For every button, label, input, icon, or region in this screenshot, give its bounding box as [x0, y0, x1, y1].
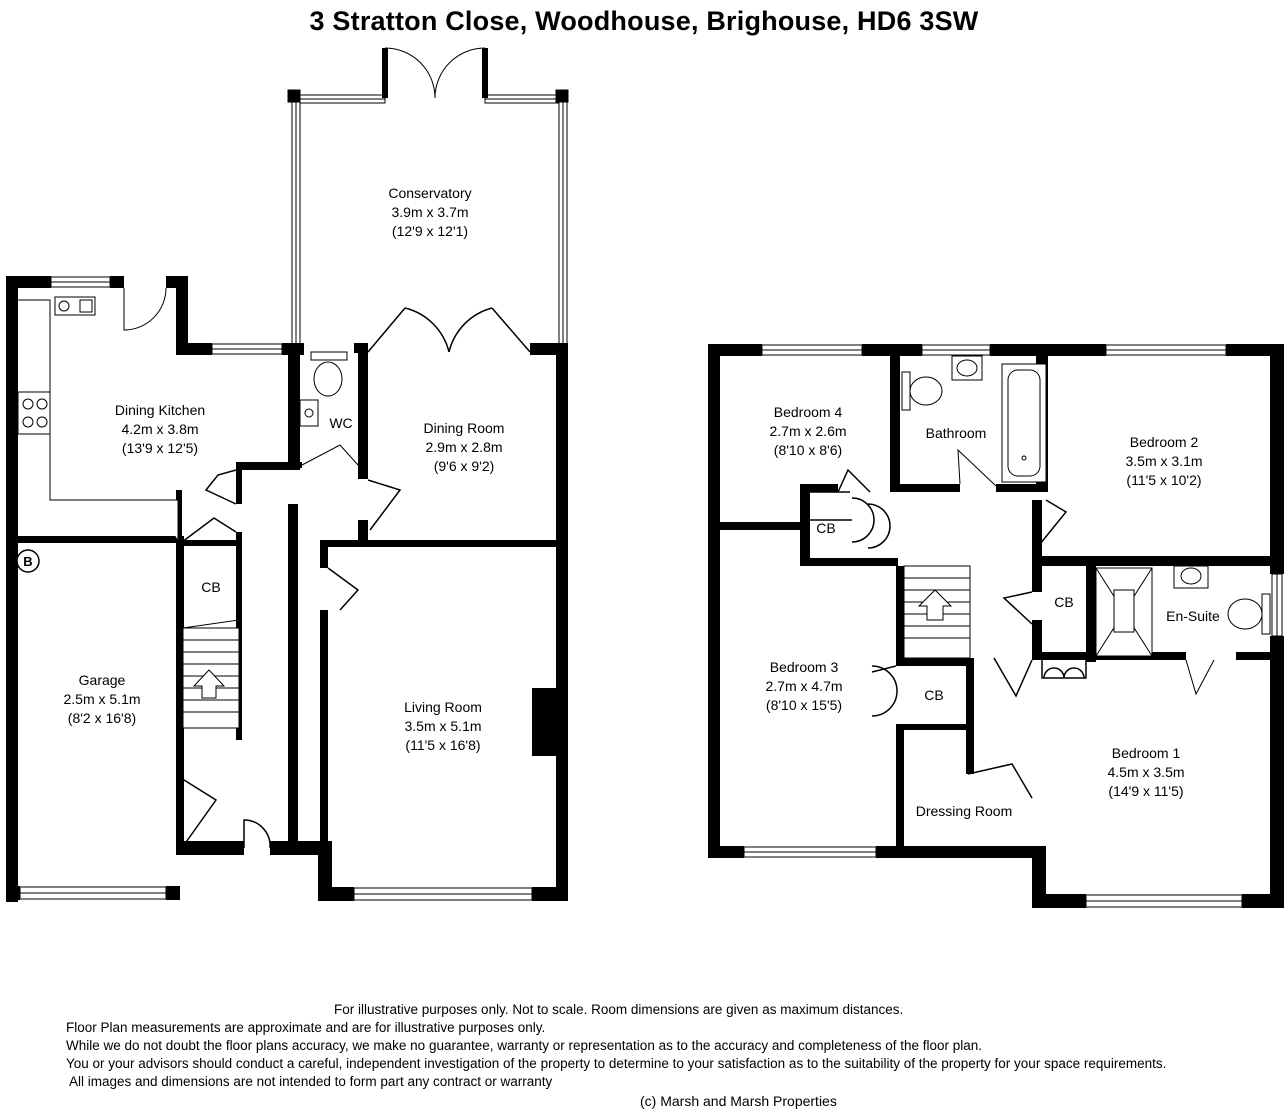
room-bedroom1: Bedroom 1 4.5m x 3.5m (14'9 x 11'5)	[1107, 745, 1184, 799]
room-imperial: (11'5 x 16'8)	[405, 737, 480, 753]
room-metric: 2.7m x 4.7m	[765, 678, 842, 694]
room-bedroom2: Bedroom 2 3.5m x 3.1m (11'5 x 10'2)	[1125, 434, 1202, 488]
first-stairs	[903, 565, 971, 659]
ground-stairs	[182, 540, 240, 729]
room-bedroom3: Bedroom 3 2.7m x 4.7m (8'10 x 15'5)	[765, 659, 842, 713]
room-name: Bedroom 3	[770, 659, 839, 675]
room-name: Dining Kitchen	[115, 402, 205, 418]
disclaimer-line-3: While we do not doubt the floor plans ac…	[66, 1038, 983, 1053]
disclaimer-line-4: You or your advisors should conduct a ca…	[66, 1056, 1167, 1071]
room-name: Garage	[79, 672, 126, 688]
room-name: Living Room	[404, 699, 482, 715]
boiler-icon	[16, 549, 40, 573]
room-conservatory: Conservatory 3.9m x 3.7m (12'9 x 12'1)	[388, 185, 471, 239]
room-imperial: (12'9 x 12'1)	[392, 223, 468, 239]
room-living-room: Living Room 3.5m x 5.1m (11'5 x 16'8)	[404, 699, 482, 753]
room-cb3-name: CB	[924, 687, 943, 703]
room-name: Dining Room	[424, 420, 505, 436]
disclaimer-line-5: All images and dimensions are not intend…	[66, 1074, 553, 1089]
bathroom-fittings	[901, 355, 1047, 487]
room-ensuite-name: En-Suite	[1166, 608, 1220, 624]
room-metric: 2.7m x 2.6m	[769, 423, 846, 439]
first-doors	[810, 468, 1087, 799]
room-metric: 4.2m x 3.8m	[121, 421, 198, 437]
ground-doors	[181, 307, 531, 849]
room-bedroom4: Bedroom 4 2.7m x 2.6m (8'10 x 8'6)	[769, 404, 846, 458]
room-wc-name: WC	[329, 415, 352, 431]
room-bathroom-name: Bathroom	[926, 425, 987, 441]
room-imperial: (9'6 x 9'2)	[434, 458, 495, 474]
first-outer-walls	[708, 344, 1284, 908]
conservatory-french-door	[382, 47, 488, 99]
room-imperial: (11'5 x 10'2)	[1126, 472, 1201, 488]
room-name: Bedroom 4	[774, 404, 843, 420]
disclaimer-line-1: For illustrative purposes only. Not to s…	[334, 1002, 904, 1017]
room-name: Bedroom 2	[1130, 434, 1199, 450]
disclaimer-line-2: Floor Plan measurements are approximate …	[66, 1020, 546, 1035]
room-imperial: (14'9 x 11'5)	[1108, 783, 1183, 799]
room-garage: Garage 2.5m x 5.1m (8'2 x 16'8)	[63, 672, 140, 726]
first-windows	[743, 344, 1283, 908]
wc-fittings	[299, 351, 359, 466]
conservatory-frame	[291, 94, 568, 355]
room-imperial: (8'10 x 15'5)	[766, 697, 842, 713]
room-metric: 2.9m x 2.8m	[425, 439, 502, 455]
room-metric: 2.5m x 5.1m	[63, 691, 140, 707]
room-imperial: (8'2 x 16'8)	[68, 710, 136, 726]
copyright: (c) Marsh and Marsh Properties	[640, 1093, 837, 1109]
room-cb-name: CB	[201, 579, 220, 595]
room-metric: 3.9m x 3.7m	[391, 204, 468, 220]
room-name: Bedroom 1	[1112, 745, 1181, 761]
ground-floor	[6, 47, 569, 902]
page-title: 3 Stratton Close, Woodhouse, Brighouse, …	[309, 6, 979, 36]
ensuite-fittings	[1095, 565, 1271, 696]
kitchen-units	[17, 287, 179, 540]
boiler-label: B	[23, 554, 32, 569]
room-imperial: (13'9 x 12'5)	[122, 440, 198, 456]
room-name: Conservatory	[388, 185, 471, 201]
ground-outer-walls	[6, 276, 568, 902]
ground-windows	[19, 276, 533, 901]
room-dressing-room-name: Dressing Room	[916, 803, 1012, 819]
room-metric: 4.5m x 3.5m	[1107, 764, 1184, 780]
room-imperial: (8'10 x 8'6)	[774, 442, 842, 458]
room-cb1-name: CB	[816, 520, 835, 536]
room-cb2-name: CB	[1054, 594, 1073, 610]
room-labels: B Conservatory 3.9m x 3.7m (12'9 x 12'1)…	[23, 185, 1220, 819]
room-metric: 3.5m x 3.1m	[1125, 453, 1202, 469]
room-dining-kitchen: Dining Kitchen 4.2m x 3.8m (13'9 x 12'5)	[115, 402, 205, 456]
room-metric: 3.5m x 5.1m	[404, 718, 481, 734]
room-dining-room: Dining Room 2.9m x 2.8m (9'6 x 9'2)	[424, 420, 505, 474]
first-floor	[708, 344, 1284, 908]
